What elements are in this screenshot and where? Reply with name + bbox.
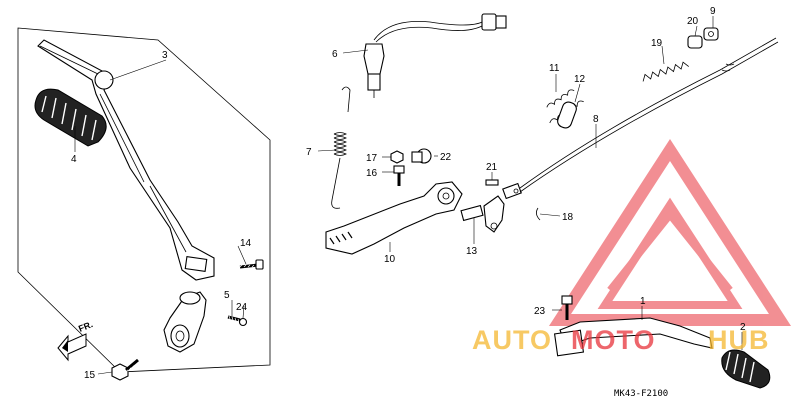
callout-9: 9 xyxy=(710,6,716,17)
fr-label: FR. xyxy=(77,319,94,334)
bolt-16 xyxy=(393,165,405,186)
callout-12: 12 xyxy=(574,74,586,85)
sleeve-12 xyxy=(557,101,577,129)
callout-10: 10 xyxy=(384,254,396,265)
callout-8: 8 xyxy=(593,114,599,125)
spring-19 xyxy=(642,61,689,82)
clip-18 xyxy=(536,207,541,221)
front-direction-arrow xyxy=(57,333,87,362)
cable-end-8 xyxy=(502,182,522,200)
callout-17: 17 xyxy=(366,153,378,164)
shift-lever-1 xyxy=(553,317,713,357)
leader-lines xyxy=(74,16,743,375)
watermark-moto: MOTO xyxy=(571,325,656,355)
watermark-logo xyxy=(548,138,792,326)
callout-23: 23 xyxy=(534,306,546,317)
bolt-23 xyxy=(561,295,573,320)
callout-2: 2 xyxy=(740,322,746,333)
drawing-code: MK43-F2100 xyxy=(614,389,668,399)
callout-18: 18 xyxy=(562,212,574,223)
adjuster-22 xyxy=(411,148,432,164)
watermark-auto: AUTO xyxy=(472,325,552,355)
callout-14: 14 xyxy=(240,238,252,249)
callout-19: 19 xyxy=(651,38,663,49)
callout-11: 11 xyxy=(549,63,560,74)
callout-4: 4 xyxy=(71,154,77,165)
bolt-5 xyxy=(227,315,241,323)
bolt-15 xyxy=(111,358,139,381)
stop-switch-wire-6 xyxy=(363,13,507,98)
callout-16: 16 xyxy=(366,168,378,179)
nut-9 xyxy=(703,27,719,41)
rubber-2 xyxy=(721,349,771,389)
callout-22: 22 xyxy=(440,152,452,163)
callout-5: 5 xyxy=(224,290,230,301)
kick-rubber-grip xyxy=(34,88,107,147)
callout-labels: 1 2 3 4 5 6 7 8 9 10 11 12 13 14 15 16 1… xyxy=(71,6,746,381)
watermark-hub: HUB xyxy=(708,325,770,355)
callout-21: 21 xyxy=(486,162,498,173)
callout-6: 6 xyxy=(332,49,338,60)
kick-starter-arm xyxy=(37,39,215,281)
kick-arm-clamp xyxy=(163,291,207,353)
spring-7 xyxy=(331,86,351,209)
washer-24 xyxy=(238,317,248,327)
callout-1: 1 xyxy=(640,296,646,307)
pivot-13 xyxy=(460,195,505,233)
callout-3: 3 xyxy=(162,50,168,61)
callout-13: 13 xyxy=(466,246,478,257)
callout-15: 15 xyxy=(84,370,96,381)
brake-pedal-10 xyxy=(325,181,463,255)
nut-17 xyxy=(390,150,404,164)
callout-20: 20 xyxy=(687,16,699,27)
pin-21 xyxy=(485,179,499,186)
collar-20 xyxy=(687,35,703,49)
callout-24: 24 xyxy=(236,302,248,313)
bolt-14 xyxy=(239,259,264,270)
kickstarter-group-outline xyxy=(17,27,271,373)
callout-7: 7 xyxy=(306,147,312,158)
brake-rod-8 xyxy=(519,37,779,193)
watermark-text: AUTO MOTO HUB xyxy=(472,325,770,355)
